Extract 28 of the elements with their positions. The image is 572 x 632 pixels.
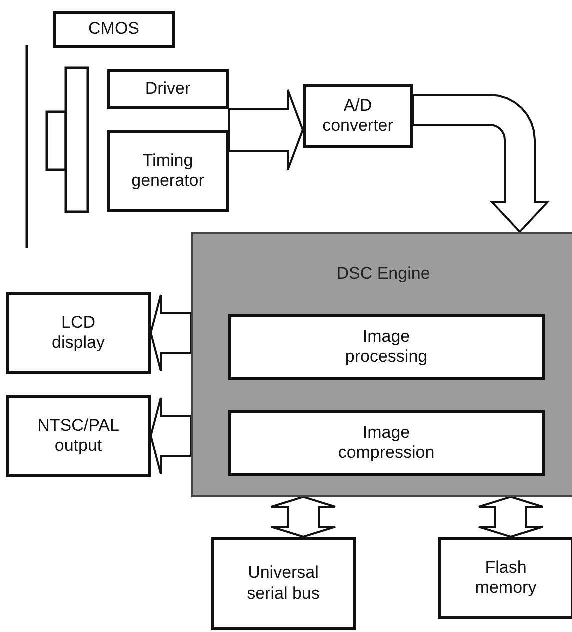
block-arrow xyxy=(150,397,192,475)
block-box xyxy=(53,11,175,48)
panel-title: DSC Engine xyxy=(336,264,430,284)
double-block-arrow xyxy=(478,496,544,538)
block-box xyxy=(438,537,572,619)
block-box xyxy=(6,395,151,477)
block-label: Image processing xyxy=(344,326,429,368)
engine-panel xyxy=(191,232,572,497)
block-box xyxy=(228,410,545,476)
block-box xyxy=(303,84,413,148)
block-box xyxy=(211,537,356,630)
block-arrow xyxy=(150,294,192,372)
block-label: Timing generator xyxy=(130,150,206,192)
block-box xyxy=(107,130,229,212)
block-label: CMOS xyxy=(88,19,140,40)
block-arrow xyxy=(412,94,550,234)
block-label: Driver xyxy=(145,78,191,100)
block-label: A/D converter xyxy=(322,96,394,136)
block-box xyxy=(107,69,229,109)
block-box xyxy=(6,292,151,374)
block-label: Flash memory xyxy=(474,558,538,598)
block-arrow xyxy=(228,89,304,171)
block-label: Universal serial bus xyxy=(246,563,321,604)
block-label: Image compression xyxy=(337,422,436,464)
block-label: LCD display xyxy=(51,312,106,354)
double-block-arrow xyxy=(270,496,336,538)
block-label: NTSC/PAL output xyxy=(36,416,120,456)
block-box xyxy=(228,314,545,380)
